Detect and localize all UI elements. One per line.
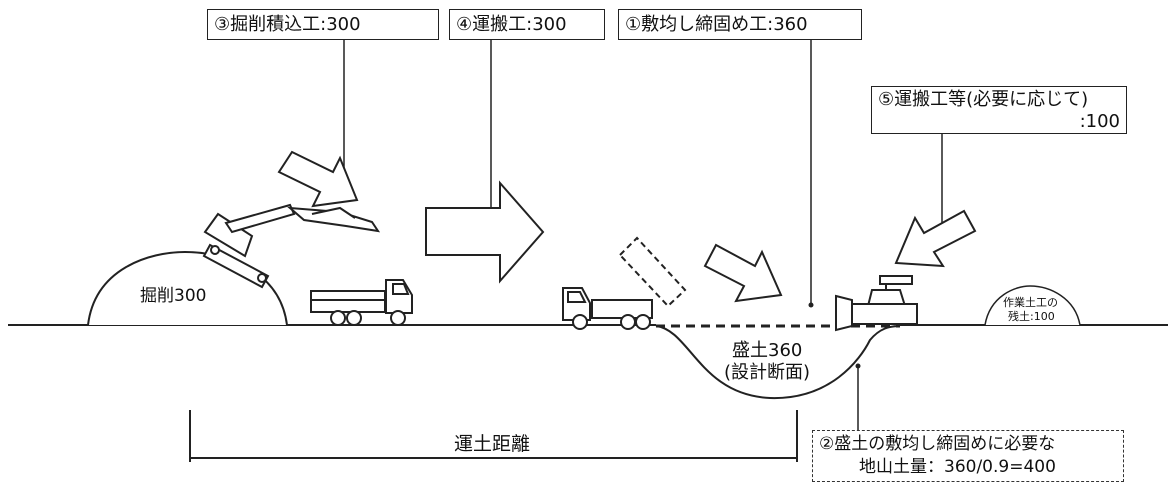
distance-label: 運土距離 <box>454 433 530 455</box>
arrow-icon <box>703 243 783 303</box>
embankment-design-label: (設計断面) <box>724 362 810 383</box>
label-required-volume-line1: ②盛土の敷均し締固めに必要な <box>819 434 1056 454</box>
dump-truck-tipping-icon <box>562 236 687 330</box>
label-hauling-extra-line2: :100 <box>1079 111 1120 132</box>
bulldozer-icon <box>835 275 918 332</box>
leader-dot <box>855 363 861 369</box>
surplus-label-1: 作業土工の <box>1003 296 1058 309</box>
dump-truck-icon <box>310 279 413 326</box>
label-required-volume-line2: 地山土量：360/0.9=400 <box>859 457 1056 477</box>
leader-dot <box>808 302 814 308</box>
label-hauling-extra-line1: ⑤運搬工等(必要に応じて) <box>878 89 1089 110</box>
excavation-mound-label: 掘削300 <box>140 286 206 306</box>
label-hauling-extra: ⑤運搬工等(必要に応じて) :100 <box>871 86 1127 134</box>
label-required-volume: ②盛土の敷均し締固めに必要な 地山土量：360/0.9=400 <box>812 430 1124 482</box>
label-spreading-compaction: ①敷均し締固め工:360 <box>618 9 862 40</box>
surplus-mound <box>984 285 1081 326</box>
embankment-label: 盛土360 <box>732 340 802 361</box>
embankment-pit <box>655 325 901 400</box>
label-hauling: ④運搬工:300 <box>449 9 605 40</box>
arrow-icon <box>277 150 359 208</box>
arrow-icon <box>894 209 977 268</box>
label-excavation-loading: ③掘削積込工:300 <box>207 9 439 40</box>
surplus-label-2: 残土:100 <box>1008 309 1055 323</box>
excavator-icon <box>202 203 381 289</box>
arrow-icon <box>425 180 545 284</box>
